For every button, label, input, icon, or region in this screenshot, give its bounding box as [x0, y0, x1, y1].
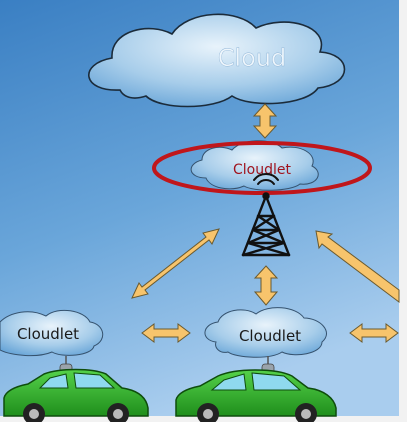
cloud-icon — [88, 13, 346, 108]
double-arrow-icon — [141, 323, 191, 343]
cloudlet-icon — [0, 309, 104, 357]
double-arrow-icon — [131, 228, 220, 299]
double-arrow-icon — [349, 323, 399, 343]
highlight-ellipse — [152, 141, 372, 195]
top-cloudlet-label: Cloudlet — [233, 162, 291, 178]
right-edge-strip — [399, 0, 407, 422]
cloudlet-icon — [190, 140, 319, 191]
double-arrow-icon — [252, 103, 278, 139]
car-icon — [175, 356, 337, 422]
center-cloudlet-label: Cloudlet — [239, 327, 301, 345]
double-arrow-icon — [315, 230, 400, 303]
double-arrow-icon — [253, 265, 279, 306]
left-cloudlet-label: Cloudlet — [17, 325, 79, 343]
cloud-label: Cloud — [218, 44, 287, 72]
cloudlet-icon — [204, 307, 327, 358]
car-icon — [3, 356, 149, 422]
tower-icon — [241, 173, 291, 257]
